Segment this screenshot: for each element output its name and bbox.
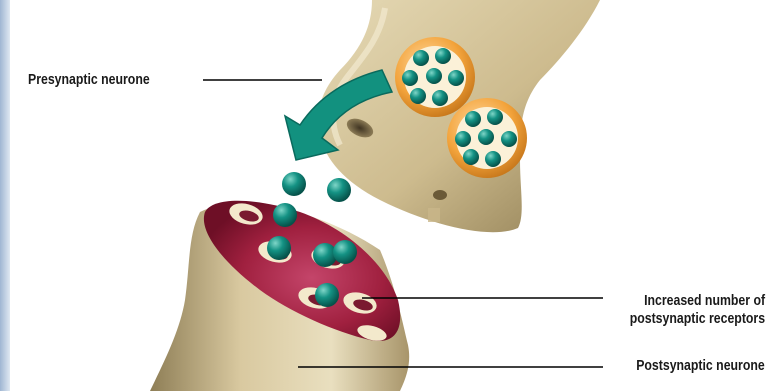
receptors-label-line2: postsynaptic receptors bbox=[630, 310, 765, 328]
neurotransmitter-molecule-icon bbox=[315, 283, 339, 307]
neurotransmitter-molecule-icon bbox=[327, 178, 351, 202]
neurotransmitter-molecule-icon bbox=[267, 236, 291, 260]
presynaptic-neurone-label: Presynaptic neurone bbox=[28, 71, 150, 89]
postsynaptic-neurone-label: Postsynaptic neurone bbox=[637, 357, 765, 375]
vesicle-icon bbox=[447, 98, 527, 178]
neurotransmitter-molecule-icon bbox=[333, 240, 357, 264]
membrane-pit bbox=[433, 190, 447, 200]
left-border-strip bbox=[0, 0, 10, 391]
postsynaptic-receptors-label: Increased number of postsynaptic recepto… bbox=[630, 292, 765, 328]
membrane-pit bbox=[428, 208, 440, 222]
receptors-label-line1: Increased number of bbox=[630, 292, 765, 310]
vesicle-icon bbox=[395, 37, 475, 117]
neurotransmitter-molecule-icon bbox=[273, 203, 297, 227]
neurotransmitter-molecule-icon bbox=[282, 172, 306, 196]
